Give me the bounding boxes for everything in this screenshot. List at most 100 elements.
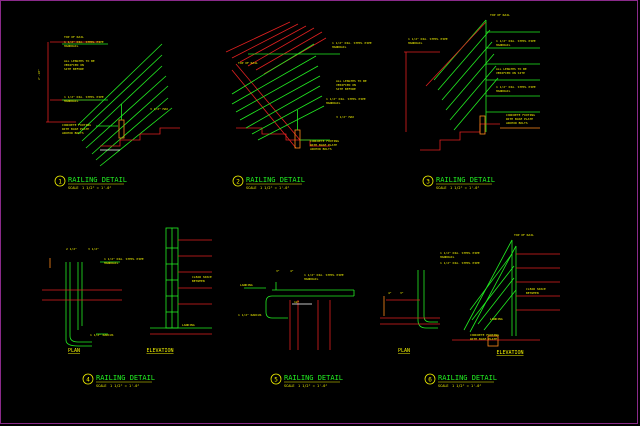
- detail-6-annotations: TOP OF RAIL 1 1/2" DIA. STEEL PIPE HANDR…: [388, 233, 546, 341]
- svg-text:1 1/2" DIA. STEEL PIPE: 1 1/2" DIA. STEEL PIPE: [408, 37, 448, 41]
- svg-text:CONCRETE FOOTING: CONCRETE FOOTING: [506, 113, 535, 117]
- detail-2-scale-label: SCALE: [246, 186, 257, 190]
- svg-text:ALL LENGTHS TO BE: ALL LENGTHS TO BE: [336, 79, 367, 83]
- detail-5-number-circle: [270, 373, 282, 385]
- detail-2-number: 2: [236, 179, 240, 186]
- svg-text:ANCHOR BOLTS: ANCHOR BOLTS: [62, 131, 84, 135]
- detail-4-elevation-label: ELEVATION: [146, 348, 173, 354]
- svg-text:CONCRETE FOOTING: CONCRETE FOOTING: [62, 123, 91, 127]
- svg-text:ANCHOR BOLTS: ANCHOR BOLTS: [506, 121, 528, 125]
- detail-6-title-block: 6 RAILING DETAIL SCALE 1 1/2" = 1'-0": [424, 373, 497, 388]
- detail-6-plan-label: PLAN: [398, 348, 410, 354]
- detail-4-elevation-drawing: [150, 227, 212, 335]
- detail-3-title: RAILING DETAIL: [436, 176, 495, 184]
- svg-text:HANDRAIL: HANDRAIL: [496, 43, 511, 47]
- detail-6-number: 6: [428, 377, 432, 384]
- detail-5-drawing: [244, 282, 355, 350]
- svg-text:4": 4": [388, 291, 392, 295]
- svg-text:VERIFIED ON SITE: VERIFIED ON SITE: [496, 71, 525, 75]
- svg-text:HANDRAIL: HANDRAIL: [332, 45, 347, 49]
- detail-6-plan-drawing: [380, 270, 440, 329]
- svg-text:HANDRAIL: HANDRAIL: [440, 255, 455, 259]
- svg-text:1 1/2" DIA. STEEL PIPE: 1 1/2" DIA. STEEL PIPE: [326, 97, 366, 101]
- svg-text:LANDING: LANDING: [182, 323, 195, 327]
- detail-4-number-circle: [82, 373, 94, 385]
- detail-4-plan-label: PLAN: [68, 348, 80, 354]
- detail-2-drawing: [225, 21, 340, 149]
- svg-text:1 1/2" DIA. STEEL PIPE: 1 1/2" DIA. STEEL PIPE: [440, 251, 480, 255]
- detail-1-title-block: 1 RAILING DETAIL SCALE 1 1/2" = 1'-0": [54, 175, 127, 190]
- detail-6-elevation-label: ELEVATION: [496, 350, 523, 356]
- detail-6-scale-label: SCALE: [438, 384, 449, 388]
- detail-1-drawing: [46, 41, 180, 167]
- detail-1-scale-label: SCALE: [68, 186, 79, 190]
- detail-3-scale-value: 1 1/2" = 1'-0": [450, 186, 480, 190]
- svg-text:BETWEEN: BETWEEN: [192, 279, 205, 283]
- detail-5-title-block: 5 RAILING DETAIL SCALE 1 1/2" = 1'-0": [270, 373, 343, 388]
- svg-text:ALL LENGTHS TO BE: ALL LENGTHS TO BE: [64, 59, 95, 63]
- detail-3-scale-label: SCALE: [436, 186, 447, 190]
- svg-text:3 1/2": 3 1/2": [88, 247, 99, 251]
- detail-3-title-block: 3 RAILING DETAIL SCALE 1 1/2" = 1'-0": [422, 175, 495, 190]
- svg-text:1 1/2" DIA. STEEL PIPE: 1 1/2" DIA. STEEL PIPE: [332, 41, 372, 45]
- detail-3-annotations: TOP OF RAIL 1 1/2" DIA. STEEL PIPE HANDR…: [408, 13, 536, 125]
- svg-text:CONCRETE FOOTING: CONCRETE FOOTING: [470, 333, 499, 337]
- svg-text:1 1/2" RADIUS: 1 1/2" RADIUS: [238, 313, 262, 317]
- detail-6-elevation-drawing: [452, 239, 560, 347]
- detail-3-drawing: [404, 19, 540, 151]
- detail-6-title: RAILING DETAIL: [438, 374, 497, 382]
- detail-2-scale-value: 1 1/2" = 1'-0": [260, 186, 290, 190]
- detail-4-annotations: 2 1/2" 3 1/2" 1 1/2" DIA. STEEL PIPE HAN…: [66, 247, 212, 337]
- detail-6-scale-value: 1 1/2" = 1'-0": [452, 384, 482, 388]
- svg-text:HANDRAIL: HANDRAIL: [408, 41, 423, 45]
- svg-text:WITH BASE PLATE: WITH BASE PLATE: [506, 117, 533, 121]
- svg-text:1 1/2" DIA. STEEL PIPE: 1 1/2" DIA. STEEL PIPE: [64, 40, 104, 44]
- svg-text:1 1/2" DIA. STEEL PIPE: 1 1/2" DIA. STEEL PIPE: [496, 39, 536, 43]
- svg-text:CLEAR SPACE: CLEAR SPACE: [526, 287, 546, 291]
- svg-text:TOP OF RAIL: TOP OF RAIL: [238, 61, 258, 65]
- svg-text:CLEAR SPACE: CLEAR SPACE: [192, 275, 212, 279]
- svg-text:1 1/2" DIA. STEEL PIPE: 1 1/2" DIA. STEEL PIPE: [440, 261, 480, 265]
- svg-text:WITH BASE PLATE: WITH BASE PLATE: [310, 143, 337, 147]
- detail-2-number-circle: [232, 175, 244, 187]
- svg-text:1 1/2" DIA. STEEL PIPE: 1 1/2" DIA. STEEL PIPE: [104, 257, 144, 261]
- svg-text:SITE BEFORE: SITE BEFORE: [336, 87, 356, 91]
- svg-text:3 1/2" MAX: 3 1/2" MAX: [336, 115, 354, 119]
- svg-text:2'-10": 2'-10": [37, 69, 41, 80]
- detail-5-annotations: 3" 4" 1 1/2" DIA. STEEL PIPE HANDRAIL LA…: [238, 269, 344, 317]
- svg-text:TOP OF RAIL: TOP OF RAIL: [490, 13, 510, 17]
- detail-5-number: 5: [274, 377, 278, 384]
- detail-5-scale-label: SCALE: [284, 384, 295, 388]
- detail-4-title: RAILING DETAIL: [96, 374, 155, 382]
- svg-text:TOP OF RAIL: TOP OF RAIL: [64, 35, 84, 39]
- svg-text:1 1/2" RADIUS: 1 1/2" RADIUS: [90, 333, 114, 337]
- svg-text:LANDING: LANDING: [490, 317, 503, 321]
- detail-1-title: RAILING DETAIL: [68, 176, 127, 184]
- svg-text:WITH BASE PLATE: WITH BASE PLATE: [470, 337, 497, 341]
- svg-text:LANDING: LANDING: [240, 283, 253, 287]
- detail-2-annotations: TOP OF RAIL 1 1/2" DIA. STEEL PIPE HANDR…: [238, 41, 372, 151]
- svg-text:ANCHOR BOLTS: ANCHOR BOLTS: [310, 147, 332, 151]
- detail-3-number: 3: [426, 179, 430, 186]
- detail-5-scale-value: 1 1/2" = 1'-0": [298, 384, 328, 388]
- svg-text:CONCRETE FOOTING: CONCRETE FOOTING: [310, 139, 339, 143]
- detail-5-title: RAILING DETAIL: [284, 374, 343, 382]
- detail-4-plan-drawing: [42, 258, 122, 347]
- svg-text:4": 4": [290, 269, 294, 273]
- svg-text:BETWEEN: BETWEEN: [526, 291, 539, 295]
- detail-2-title-block: 2 RAILING DETAIL SCALE 1 1/2" = 1'-0": [232, 175, 305, 190]
- detail-3-number-circle: [422, 175, 434, 187]
- svg-text:1 1/2" DIA. STEEL PIPE: 1 1/2" DIA. STEEL PIPE: [496, 85, 536, 89]
- svg-text:1 1/2" DIA. STEEL PIPE: 1 1/2" DIA. STEEL PIPE: [64, 95, 104, 99]
- svg-text:1 1/2" DIA. STEEL PIPE: 1 1/2" DIA. STEEL PIPE: [304, 273, 344, 277]
- detail-4-scale-value: 1 1/2" = 1'-0": [110, 384, 140, 388]
- svg-text:HANDRAIL: HANDRAIL: [64, 44, 79, 48]
- detail-6-number-circle: [424, 373, 436, 385]
- detail-1-number-circle: [54, 175, 66, 187]
- detail-1-scale-value: 1 1/2" = 1'-0": [82, 186, 112, 190]
- detail-4-title-block: 4 RAILING DETAIL SCALE 1 1/2" = 1'-0": [82, 373, 155, 388]
- svg-text:VERIFIED ON: VERIFIED ON: [336, 83, 356, 87]
- detail-4-number: 4: [86, 377, 90, 384]
